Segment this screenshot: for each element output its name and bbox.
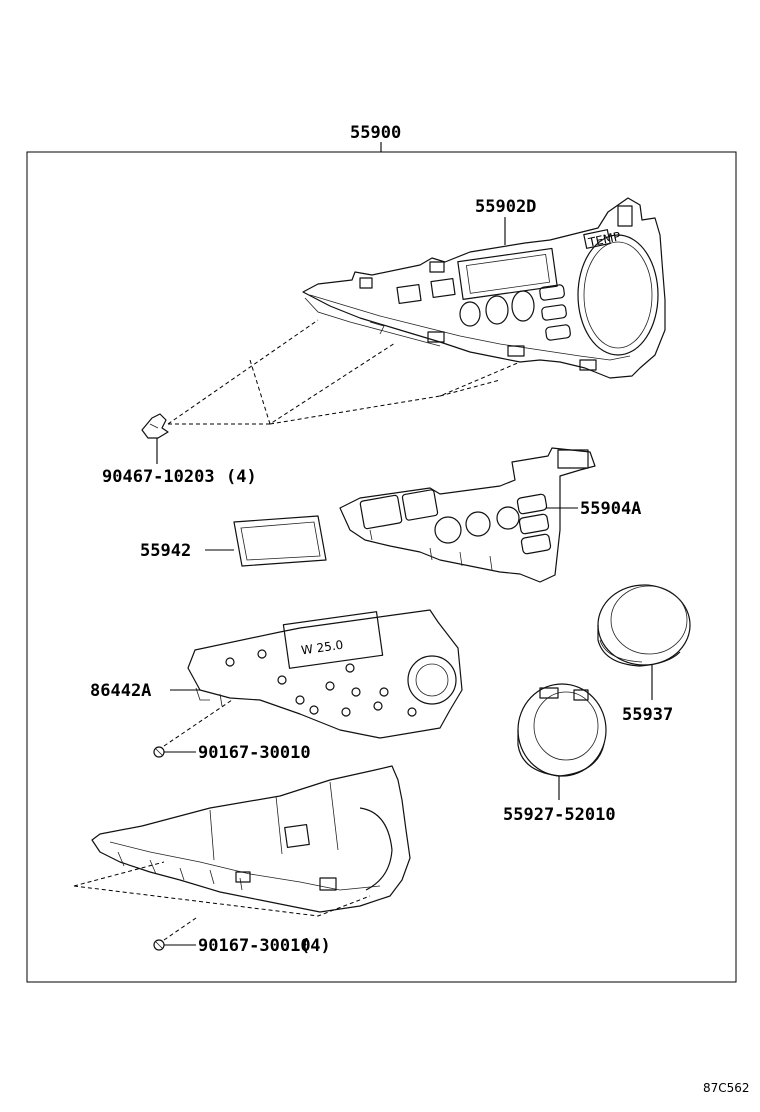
housing-screw-qty: (4) xyxy=(300,936,331,956)
board-dashed-line xyxy=(163,699,233,747)
assembly-frame xyxy=(26,151,737,983)
switch-panel-part xyxy=(339,447,596,583)
housing-screw-part-number: 90167-30010 xyxy=(198,936,311,956)
knob-ring-part xyxy=(517,683,607,777)
knob-part xyxy=(597,584,691,667)
drawing-code: 87C562 xyxy=(703,1081,750,1095)
knob-ring-part-number: 55927-52010 xyxy=(503,805,616,825)
board-display-text: W 25.0 xyxy=(300,638,344,658)
housing-part xyxy=(91,765,411,913)
bezel-clip-part xyxy=(141,413,169,439)
housing-dashed-lines xyxy=(73,861,371,941)
temp-button-legend: TEMP xyxy=(586,229,622,250)
bezel-part-number: 55902D xyxy=(475,197,536,217)
bezel-part: TEMP xyxy=(302,197,666,379)
housing-screw-part xyxy=(153,939,165,951)
knob-part-number: 55937 xyxy=(622,705,673,725)
clip-part-qty: (4) xyxy=(226,467,257,487)
assembly-number: 55900 xyxy=(350,123,401,143)
board-screw-part xyxy=(153,746,165,758)
circuit-board-part: W 25.0 xyxy=(187,609,463,739)
switch-panel-part-number: 55904A xyxy=(580,499,641,519)
lens-part-number: 55942 xyxy=(140,541,191,561)
clip-dashed-lines xyxy=(167,319,521,425)
display-lens-part xyxy=(233,515,327,567)
board-part-number: 86442A xyxy=(90,681,151,701)
clip-part-number: 90467-10203 xyxy=(102,467,215,487)
board-screw-part-number: 90167-30010 xyxy=(198,743,311,763)
